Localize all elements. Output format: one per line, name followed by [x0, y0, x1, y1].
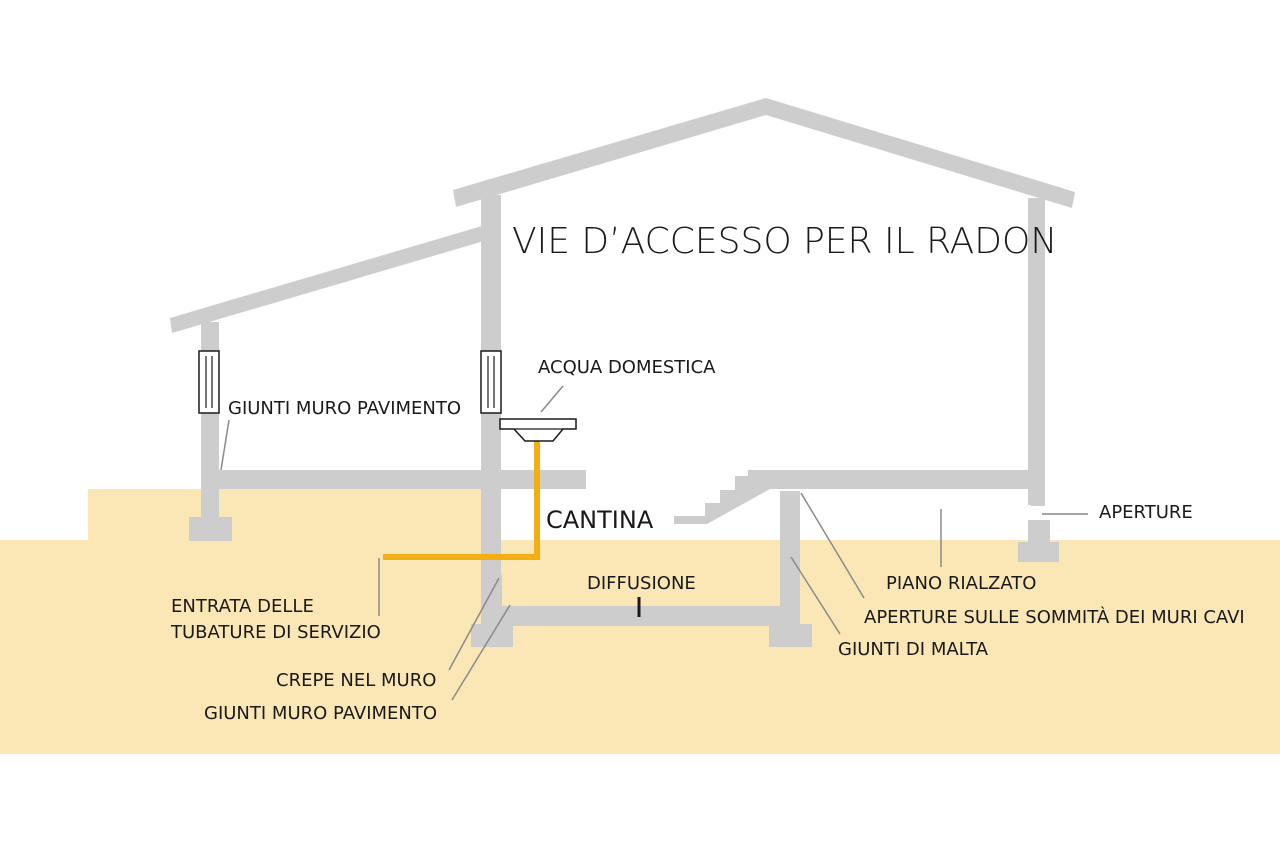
label-cantina: CANTINA [546, 506, 654, 534]
radiator-icon [480, 350, 502, 414]
leader-aperture-sommita [800, 492, 865, 599]
radiator-icon [198, 350, 220, 414]
label-entrata-line2: TUBATURE DI SERVIZIO [170, 622, 381, 643]
ground-raised-left [88, 489, 488, 541]
diagram-title: VIE D’ACCESSO PER IL RADON [512, 221, 1057, 262]
radiators [198, 350, 502, 414]
label-aperture: APERTURE [1099, 502, 1193, 523]
service-pipe [383, 428, 540, 560]
leader-giunti-upper [220, 419, 230, 471]
right-footing [1018, 542, 1059, 562]
basement-right-wall [780, 491, 800, 626]
label-crepe-nel-muro: CREPE NEL MURO [276, 670, 436, 691]
basement-left-wall [482, 575, 502, 620]
leader-crepe [448, 577, 500, 671]
label-diffusione: DIFFUSIONE [587, 573, 696, 594]
label-giunti-muro-pavimento-lower: GIUNTI MURO PAVIMENTO [204, 703, 437, 724]
right-wall [1028, 198, 1045, 505]
label-piano-rialzato: PIANO RIALZATO [886, 573, 1036, 594]
main-roof [453, 98, 1075, 208]
label-acqua-domestica: ACQUA DOMESTICA [538, 357, 716, 378]
right-wall-stub [1031, 488, 1045, 506]
staircase [674, 470, 770, 524]
label-aperture-sommita: APERTURE SULLE SOMMITÀ DEI MURI CAVI [864, 606, 1245, 628]
left-footing [189, 517, 232, 541]
ground-layer [0, 540, 1280, 754]
basement-floor [500, 606, 800, 626]
label-entrata-line1: ENTRATA DELLE [171, 596, 314, 617]
lean-to-roof [170, 226, 484, 333]
label-giunti-di-malta: GIUNTI DI MALTA [838, 639, 989, 660]
leader-lines [220, 385, 1088, 701]
label-giunti-muro-pavimento-upper: GIUNTI MURO PAVIMENTO [228, 398, 461, 419]
left-floor-slab [219, 470, 586, 489]
basement-right-footing [769, 624, 812, 647]
ground [0, 489, 1280, 754]
sink-icon [499, 418, 577, 442]
right-footing-post [1028, 520, 1050, 544]
leader-acqua [540, 385, 564, 413]
labels: VIE D’ACCESSO PER IL RADON GIUNTI MURO P… [170, 221, 1245, 724]
raised-floor-slab [748, 470, 1045, 489]
leader-giunti-malta [790, 556, 841, 635]
leader-giunti-lower [451, 604, 511, 701]
